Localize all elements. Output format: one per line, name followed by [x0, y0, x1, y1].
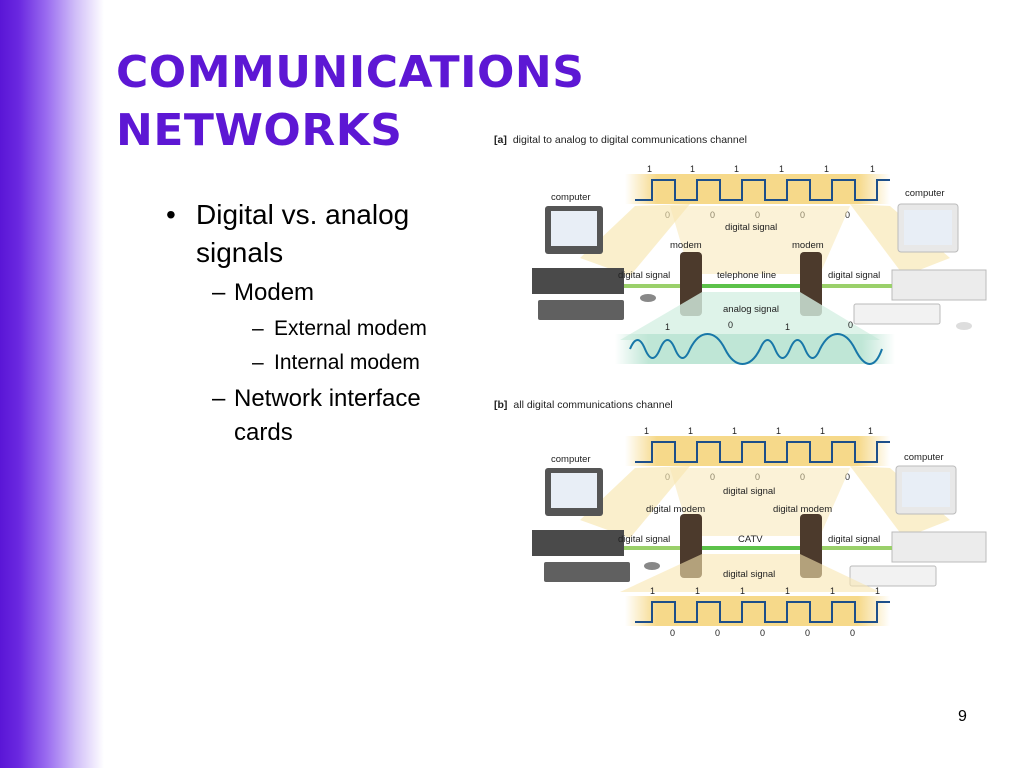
digital-signal-bottom-label: digital signal	[723, 569, 775, 580]
bit-label: 1	[690, 164, 695, 174]
bit-label: 1	[732, 426, 737, 436]
bit-label: 1	[650, 586, 655, 596]
bit-label: 1	[785, 586, 790, 596]
bit-label: 1	[868, 426, 873, 436]
signal-band	[625, 436, 890, 466]
analog-band	[615, 334, 895, 364]
computer-tower	[532, 268, 624, 294]
computer-tower	[891, 269, 987, 301]
computer-screen	[551, 211, 597, 246]
catv-label: CATV	[738, 534, 763, 545]
bit-label: 1	[695, 586, 700, 596]
signal-band	[625, 174, 890, 204]
figure-a-caption: [a] digital to analog to digital communic…	[494, 134, 747, 146]
computer-label-right: computer	[905, 188, 945, 199]
computer-mouse	[644, 562, 660, 570]
modem-label-left: digital modem	[646, 504, 705, 515]
modem-label-left: modem	[670, 240, 702, 251]
bit-label: 0	[715, 628, 720, 638]
bit-label: 0	[848, 320, 853, 330]
figure-a-diagram: 1 1 1 1 1 1 0 0 0 0 0 digital signal com…	[532, 164, 987, 365]
bit-label: 1	[647, 164, 652, 174]
bit-label: 0	[760, 628, 765, 638]
bit-label: 1	[870, 164, 875, 174]
computer-mouse	[956, 322, 972, 330]
bullet-network-interface-cards: Network interface cards	[160, 382, 470, 450]
bit-label: 1	[785, 322, 790, 332]
title-line-2: NETWORKS	[116, 105, 403, 156]
computer-label-left: computer	[551, 192, 591, 203]
bit-label: 1	[734, 164, 739, 174]
page-number: 9	[958, 708, 967, 725]
figure-b-tag: [b]	[494, 399, 508, 411]
computer-tower	[891, 531, 987, 563]
bullet-list: Digital vs. analog signals Modem Externa…	[160, 196, 470, 450]
digital-signal-right-label: digital signal	[828, 270, 880, 281]
computer-label-left: computer	[551, 454, 591, 465]
digital-wave	[635, 179, 890, 201]
bullet-modem: Modem	[160, 276, 470, 310]
computer-keyboard	[544, 562, 630, 582]
bit-label: 0	[845, 210, 850, 220]
computer-screen	[902, 472, 950, 507]
bit-label: 1	[779, 164, 784, 174]
bit-label: 1	[665, 322, 670, 332]
digital-signal-label: digital signal	[723, 486, 775, 497]
bit-label: 0	[805, 628, 810, 638]
digital-signal-right-label: digital signal	[828, 534, 880, 545]
bit-label: 1	[740, 586, 745, 596]
modem-label-right: modem	[792, 240, 824, 251]
digital-signal-left-label: digital signal	[618, 270, 670, 281]
bit-label: 1	[824, 164, 829, 174]
figure-b-caption-text: all digital communications channel	[513, 399, 673, 411]
digital-wave	[635, 441, 890, 463]
computer-tower	[532, 530, 624, 556]
telephone-line-label: telephone line	[717, 270, 776, 281]
figure-a-caption-text: digital to analog to digital communicati…	[512, 134, 747, 146]
bullet-internal-modem: Internal modem	[160, 348, 470, 378]
computer-screen	[904, 210, 952, 245]
bit-label: 1	[776, 426, 781, 436]
bit-label: 1	[820, 426, 825, 436]
computer-label-right: computer	[904, 452, 944, 463]
bit-label: 1	[688, 426, 693, 436]
bit-label: 0	[850, 628, 855, 638]
signal-band	[625, 596, 890, 626]
side-accent-bar	[0, 0, 104, 768]
light-beam	[620, 554, 880, 592]
modem-label-right: digital modem	[773, 504, 832, 515]
slide-title: COMMUNICATIONS NETWORKS	[116, 44, 584, 160]
computer-screen	[551, 473, 597, 508]
bit-label: 1	[830, 586, 835, 596]
bullet-digital-vs-analog: Digital vs. analog signals	[160, 196, 470, 272]
figure-b-caption: [b] all digital communications channel	[494, 399, 673, 411]
bullet-external-modem: External modem	[160, 314, 470, 344]
computer-keyboard	[538, 300, 624, 320]
computer-keyboard	[853, 303, 941, 325]
computer-keyboard	[849, 565, 937, 587]
light-beam	[580, 204, 690, 276]
bit-label: 0	[670, 628, 675, 638]
digital-signal-left-label: digital signal	[618, 534, 670, 545]
computer-mouse	[640, 294, 656, 302]
bit-label: 0	[845, 472, 850, 482]
analog-signal-label: analog signal	[723, 304, 779, 315]
figure-a-tag: [a]	[494, 134, 507, 146]
bit-label: 1	[644, 426, 649, 436]
light-beam	[620, 292, 880, 340]
title-line-1: COMMUNICATIONS	[116, 47, 585, 98]
analog-wave	[629, 333, 883, 365]
digital-signal-label: digital signal	[725, 222, 777, 233]
light-beam	[580, 466, 690, 538]
bit-label: 1	[875, 586, 880, 596]
bit-label: 0	[728, 320, 733, 330]
figure-b-diagram: 1 1 1 1 1 1 0 0 0 0 0 digital signal com…	[532, 426, 987, 638]
digital-wave	[635, 601, 890, 623]
